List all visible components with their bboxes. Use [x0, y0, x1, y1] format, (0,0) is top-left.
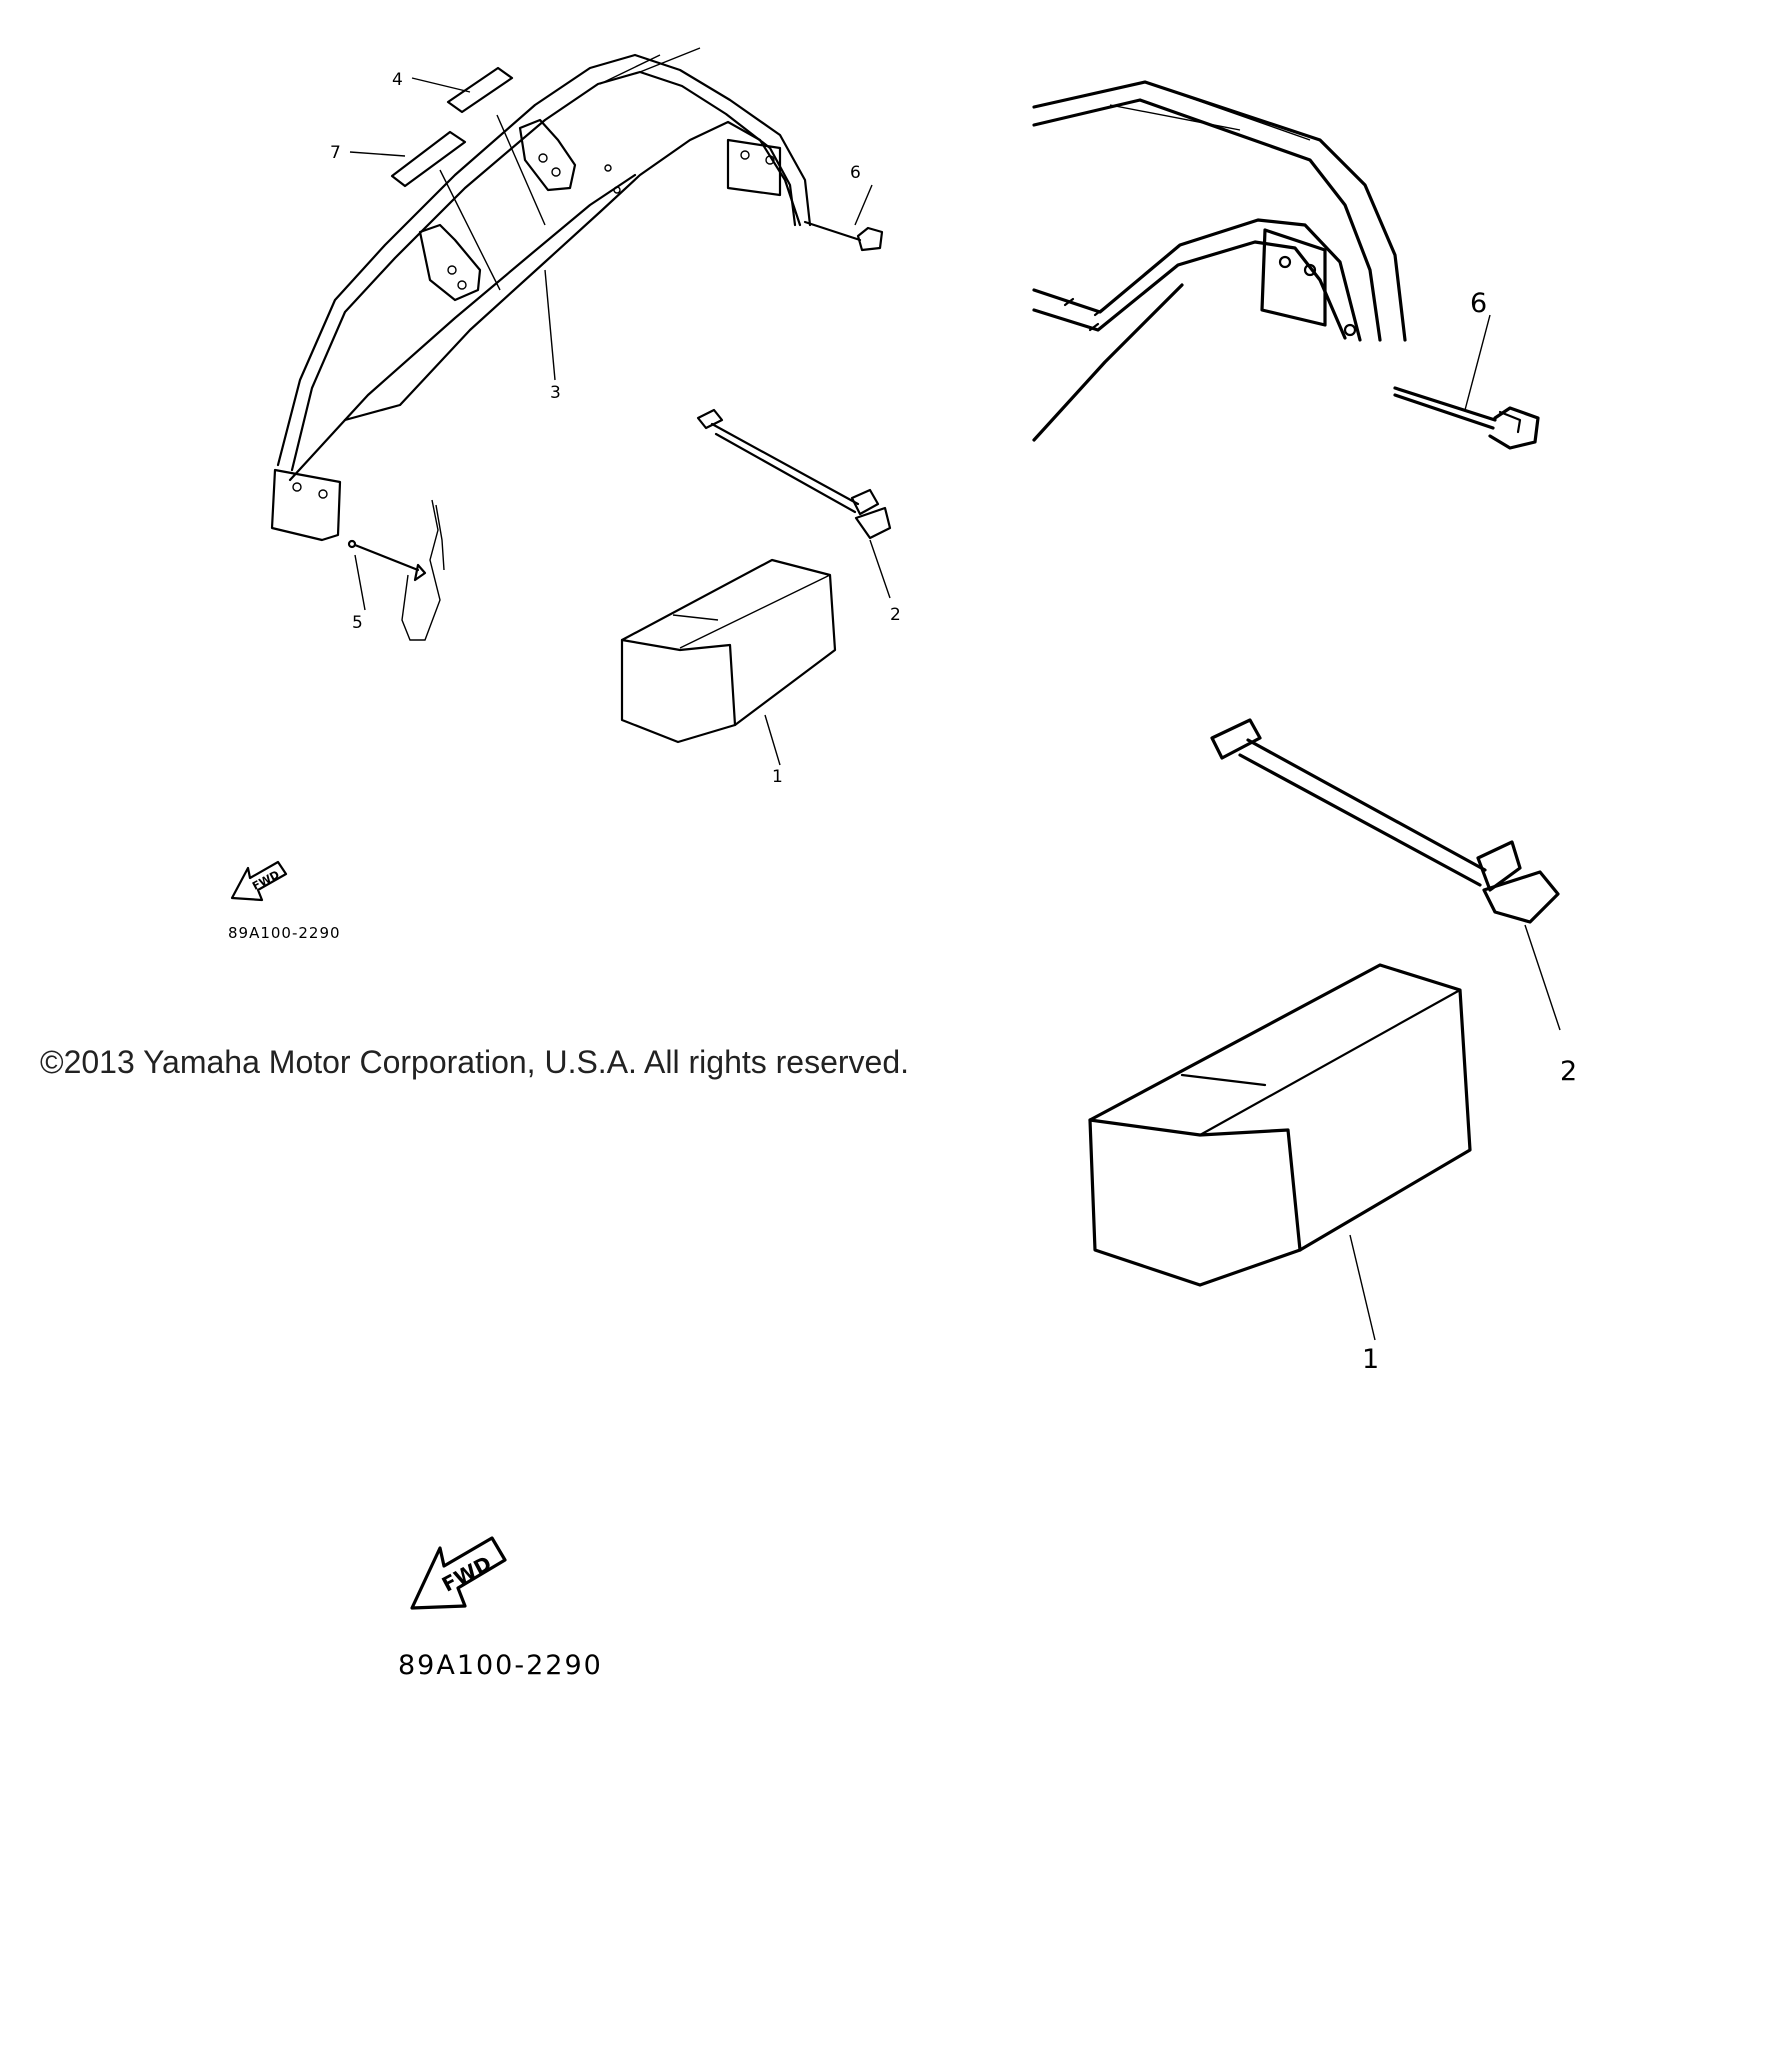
battery-box-1 — [620, 558, 837, 766]
copyright-notice: ©2013 Yamaha Motor Corporation, U.S.A. A… — [40, 1044, 910, 1080]
strap-2-detail — [1210, 718, 1561, 1031]
battery-box-1-detail — [1088, 963, 1472, 1341]
callout-2: 2 — [890, 605, 901, 625]
detail-callout-1: 1 — [1362, 1344, 1379, 1375]
pin-6-detail — [1393, 314, 1540, 450]
strap-2 — [696, 408, 892, 599]
diagram-code-large: 89A100-2290 — [398, 1650, 603, 1681]
decal-4 — [446, 66, 514, 114]
callout-7: 7 — [330, 143, 341, 163]
diagram-code: 89A100-2290 — [228, 924, 341, 942]
fwd-arrow-icon: FWD — [230, 860, 288, 902]
callout-6: 6 — [850, 163, 861, 183]
callout-3: 3 — [550, 383, 561, 403]
callout-4: 4 — [392, 70, 403, 90]
fwd-arrow-large-icon: FWD — [410, 1536, 507, 1610]
clip-pin-5 — [347, 499, 445, 641]
callout-1: 1 — [772, 767, 783, 787]
detail-callout-6: 6 — [1470, 288, 1487, 319]
pin-6 — [803, 184, 884, 252]
fender-assembly — [270, 47, 812, 542]
fwd-label-large: FWD — [438, 1551, 495, 1597]
callout-5: 5 — [352, 613, 363, 633]
fwd-label: FWD — [250, 868, 282, 893]
fender-detail — [1032, 80, 1407, 442]
detail-callout-2: 2 — [1560, 1056, 1577, 1087]
decal-7 — [390, 130, 467, 188]
